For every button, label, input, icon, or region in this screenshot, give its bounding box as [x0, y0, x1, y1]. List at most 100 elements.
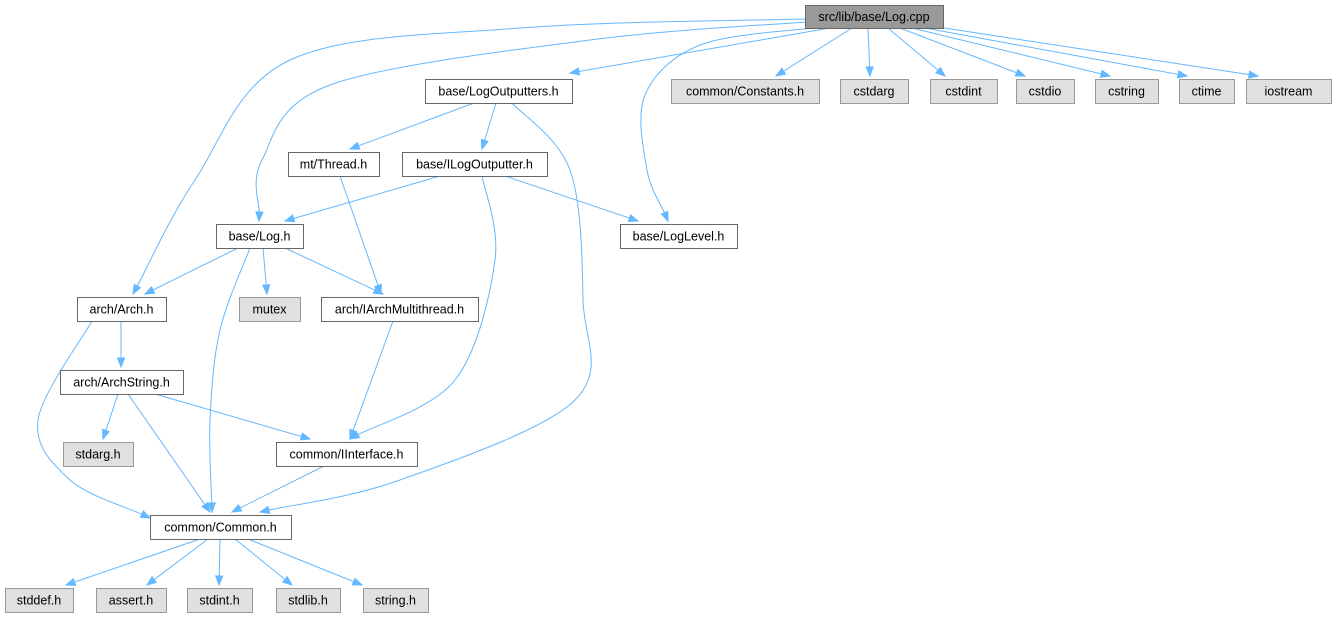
node-label: common/Constants.h	[686, 85, 804, 99]
node-label: arch/IArchMultithread.h	[335, 303, 464, 317]
node-iarchmt-h[interactable]: arch/IArchMultithread.h	[321, 297, 479, 322]
node-stdarg-h: stdarg.h	[63, 442, 134, 467]
edge-log_cpp-to-ctime	[924, 27, 1189, 79]
edge-log_outputters_h-to-common_h	[258, 102, 592, 515]
arrowhead-icon	[660, 210, 669, 223]
edge-arch_h-to-archstring_h	[116, 321, 126, 369]
arrowhead-icon	[774, 67, 787, 77]
node-iinterface-h[interactable]: common/IInterface.h	[276, 442, 418, 467]
node-cstdio: cstdio	[1016, 79, 1075, 104]
node-box	[1016, 79, 1075, 104]
edge-common_h-to-assert_h	[145, 538, 209, 586]
node-label: iostream	[1265, 85, 1313, 99]
arrowhead-icon	[1014, 68, 1027, 77]
arrowhead-icon	[64, 577, 77, 586]
node-label: cstdarg	[854, 85, 895, 99]
edge-line	[136, 18, 807, 288]
arrowhead-icon	[1099, 69, 1112, 78]
node-cstdarg: cstdarg	[840, 79, 909, 104]
node-log-h[interactable]: base/Log.h	[216, 224, 304, 249]
edge-log_outputters_h-to-thread_h	[348, 102, 475, 150]
edge-log_h-to-arch_h	[143, 247, 239, 295]
node-label: mutex	[252, 303, 287, 317]
edge-line	[267, 102, 592, 511]
node-ilogoutputter-h[interactable]: base/ILogOutputter.h	[402, 152, 548, 177]
arrowhead-icon	[372, 286, 385, 295]
node-box	[276, 588, 341, 613]
node-box	[96, 588, 167, 613]
node-label: ctime	[1192, 85, 1222, 99]
edge-log_cpp-to-cstdint	[887, 27, 947, 77]
node-label: stddef.h	[17, 594, 62, 608]
arrowhead-icon	[207, 502, 217, 514]
node-box	[805, 5, 944, 29]
node-box	[1095, 79, 1159, 104]
arrowhead-icon	[139, 510, 152, 519]
node-thread-h[interactable]: mt/Thread.h	[288, 152, 380, 177]
edge-line	[105, 393, 119, 432]
edge-log_cpp-to-log_h	[255, 21, 807, 223]
node-label: common/IInterface.h	[290, 448, 404, 462]
node-mutex: mutex	[239, 297, 301, 322]
node-box	[1246, 79, 1332, 104]
edge-line	[782, 27, 853, 73]
node-label: assert.h	[109, 594, 154, 608]
edge-line	[127, 393, 206, 506]
arrowhead-icon	[480, 138, 489, 151]
arrowhead-icon	[201, 501, 211, 514]
node-arch-h[interactable]: arch/Arch.h	[77, 297, 167, 322]
node-label: cstdio	[1029, 85, 1062, 99]
edge-line	[153, 538, 209, 581]
node-log-cpp[interactable]: src/lib/base/Log.cpp	[805, 5, 944, 29]
edge-log_cpp-to-constants_h	[774, 27, 853, 77]
node-box	[77, 297, 167, 322]
arrowhead-icon	[258, 505, 271, 515]
edge-line	[255, 21, 807, 214]
arrowhead-icon	[145, 575, 158, 586]
arrowhead-icon	[230, 503, 243, 513]
node-box	[363, 588, 429, 613]
node-ctime: ctime	[1179, 79, 1235, 104]
node-constants-h: common/Constants.h	[671, 79, 820, 104]
arrowhead-icon	[1247, 70, 1260, 79]
node-box	[63, 442, 134, 467]
node-log-outputters-h[interactable]: base/LogOutputters.h	[425, 79, 573, 104]
nodes-layer: src/lib/base/Log.cpp base/LogOutputters.h…	[5, 5, 1332, 613]
node-common-h[interactable]: common/Common.h	[150, 515, 292, 540]
node-loglevel-h[interactable]: base/LogLevel.h	[620, 224, 738, 249]
arrowhead-icon	[261, 284, 271, 296]
edge-common_h-to-stdlib_h	[234, 538, 294, 586]
node-box	[671, 79, 820, 104]
edge-line	[284, 247, 376, 292]
edge-common_h-to-string_h	[247, 538, 364, 586]
node-label: cstring	[1108, 85, 1145, 99]
edge-line	[151, 247, 239, 291]
node-box	[187, 588, 253, 613]
node-label: base/Log.h	[229, 230, 291, 244]
node-box	[60, 370, 184, 395]
arrowhead-icon	[214, 575, 224, 587]
arrowhead-icon	[1176, 70, 1189, 79]
edge-common_h-to-stddef_h	[64, 538, 201, 586]
arrowhead-icon	[568, 67, 581, 76]
node-string-h: string.h	[363, 588, 429, 613]
edge-log_cpp-to-arch_h	[132, 18, 807, 296]
arrowhead-icon	[349, 428, 358, 441]
edge-line	[37, 320, 143, 516]
edge-line	[262, 247, 267, 287]
edge-archstring_h-to-common_h	[127, 393, 211, 514]
edge-log_cpp-to-loglevel_h	[640, 27, 813, 223]
node-label: base/LogOutputters.h	[438, 85, 558, 99]
edge-log_h-to-iarchmt_h	[284, 247, 385, 295]
node-label: stdint.h	[199, 594, 239, 608]
edge-ilogoutputter_h-to-log_h	[283, 175, 441, 223]
arrowhead-icon	[132, 283, 142, 296]
edge-line	[899, 27, 1018, 74]
edge-log_cpp-to-log_outputters_h	[568, 27, 831, 76]
node-cstring: cstring	[1095, 79, 1159, 104]
node-archstring-h[interactable]: arch/ArchString.h	[60, 370, 184, 395]
edge-line	[924, 27, 1180, 76]
edge-log_cpp-to-cstring	[911, 27, 1112, 78]
edge-line	[937, 26, 1251, 76]
edge-line	[339, 175, 379, 287]
